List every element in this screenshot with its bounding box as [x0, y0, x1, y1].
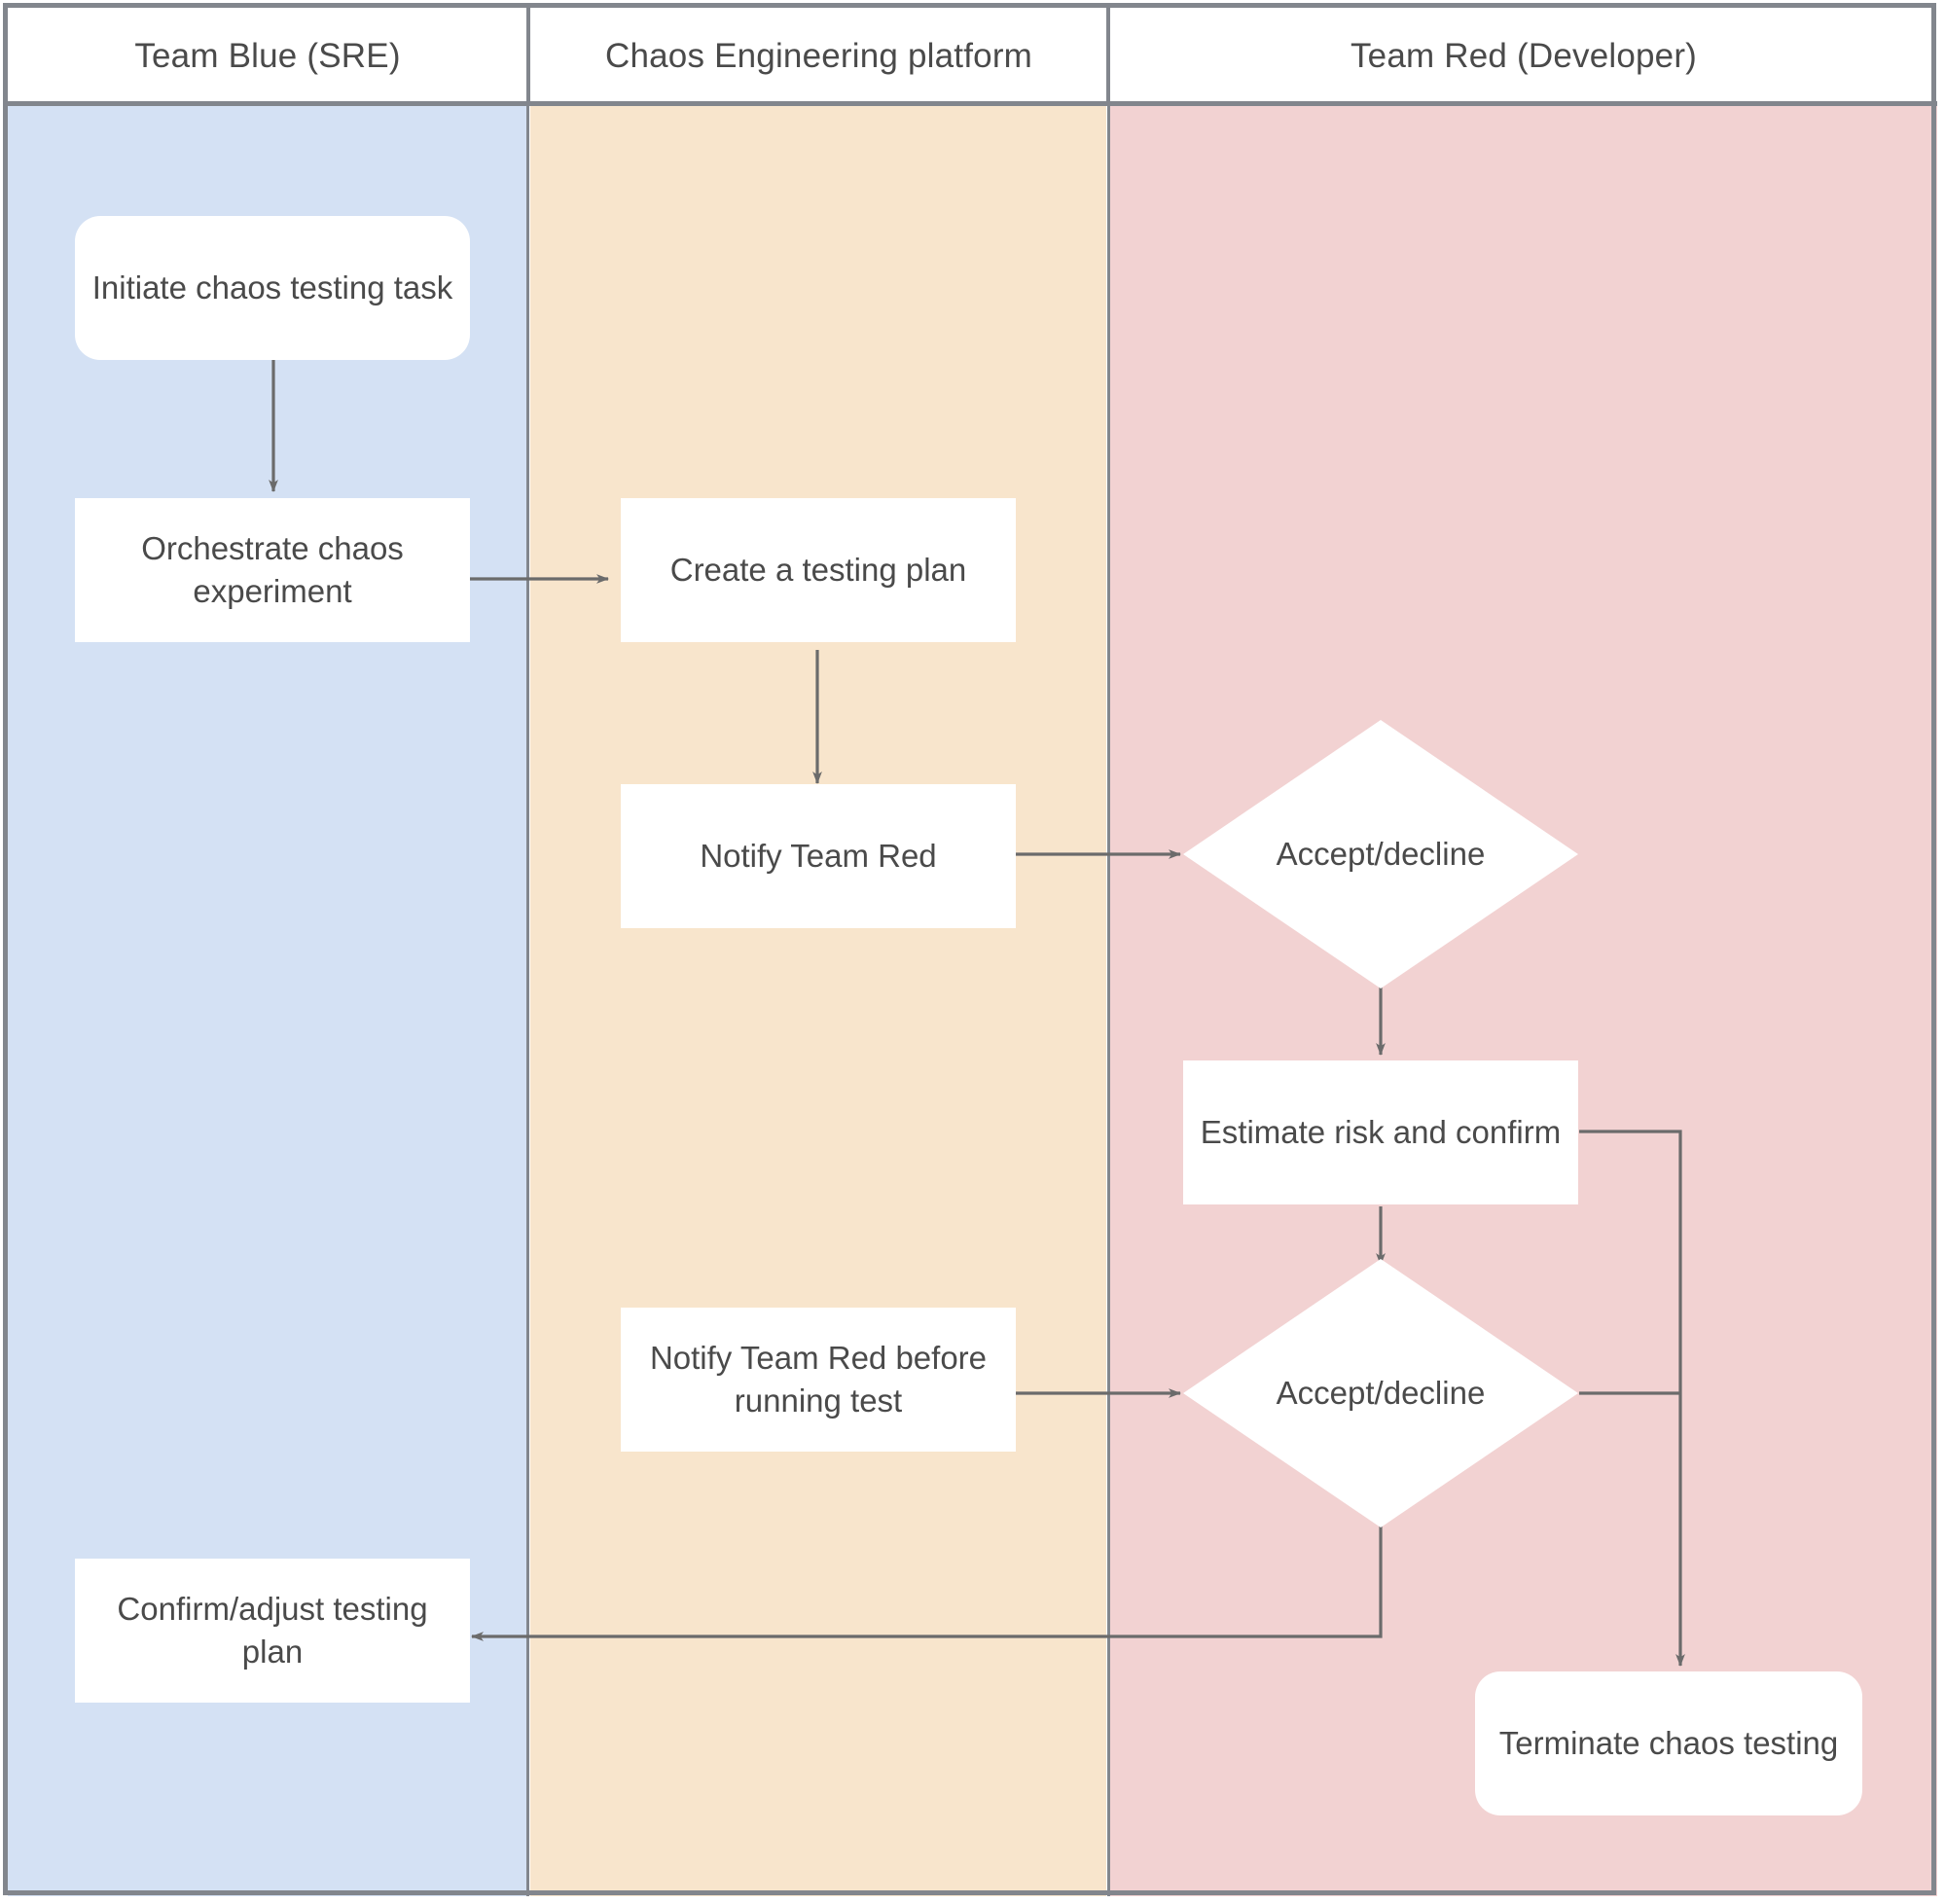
lane-header-label-chaos-platform: Chaos Engineering platform	[604, 37, 1033, 75]
node-label-terminate-chaos-testing: Terminate chaos testing	[1498, 1725, 1839, 1762]
node-create-a-testing-plan[interactable]: Create a testing plan	[621, 498, 1016, 642]
header-divider-1	[526, 8, 530, 105]
header-separator-rule	[8, 101, 1937, 106]
node-label-accept-decline-1: Accept/decline	[1276, 836, 1486, 872]
lane-header-chaos-platform: Chaos Engineering platform	[530, 8, 1107, 105]
node-label-estimate-risk-and-confirm: Estimate risk and confirm	[1200, 1114, 1562, 1151]
node-orchestrate-chaos-experiment[interactable]: Orchestrate chaos experiment	[75, 498, 470, 642]
lane-divider-1	[526, 106, 529, 1896]
node-accept-decline-2[interactable]: Accept/decline	[1183, 1259, 1578, 1527]
node-confirm-adjust-testing-plan[interactable]: Confirm/adjust testing plan	[75, 1559, 470, 1703]
node-notify-team-red-before-running-test[interactable]: Notify Team Red before running test	[621, 1308, 1016, 1452]
node-label-accept-decline-2: Accept/decline	[1276, 1375, 1486, 1411]
node-terminate-chaos-testing[interactable]: Terminate chaos testing	[1475, 1671, 1862, 1815]
node-notify-team-red[interactable]: Notify Team Red	[621, 784, 1016, 928]
node-label-notify-team-red-before-running-test: Notify Team Red before running test	[649, 1340, 988, 1419]
node-label-orchestrate-chaos-experiment: Orchestrate chaos experiment	[141, 530, 404, 609]
lane-header-label-team-blue: Team Blue (SRE)	[134, 37, 401, 75]
header-divider-2	[1106, 8, 1110, 105]
node-accept-decline-1[interactable]: Accept/decline	[1183, 720, 1578, 988]
diagram-outer-frame	[3, 3, 1936, 1895]
lane-header-label-team-red: Team Red (Developer)	[1350, 37, 1698, 75]
lane-header-team-blue: Team Blue (SRE)	[8, 8, 527, 105]
lane-divider-2	[1107, 106, 1110, 1896]
node-estimate-risk-and-confirm[interactable]: Estimate risk and confirm	[1183, 1060, 1578, 1204]
node-label-notify-team-red: Notify Team Red	[700, 838, 937, 875]
lane-header-team-red: Team Red (Developer)	[1110, 8, 1937, 105]
node-label-initiate-chaos-testing-task: Initiate chaos testing task	[91, 269, 453, 306]
node-label-confirm-adjust-testing-plan: Confirm/adjust testing plan	[117, 1591, 428, 1670]
node-initiate-chaos-testing-task[interactable]: Initiate chaos testing task	[75, 216, 470, 360]
node-label-create-a-testing-plan: Create a testing plan	[669, 552, 967, 589]
